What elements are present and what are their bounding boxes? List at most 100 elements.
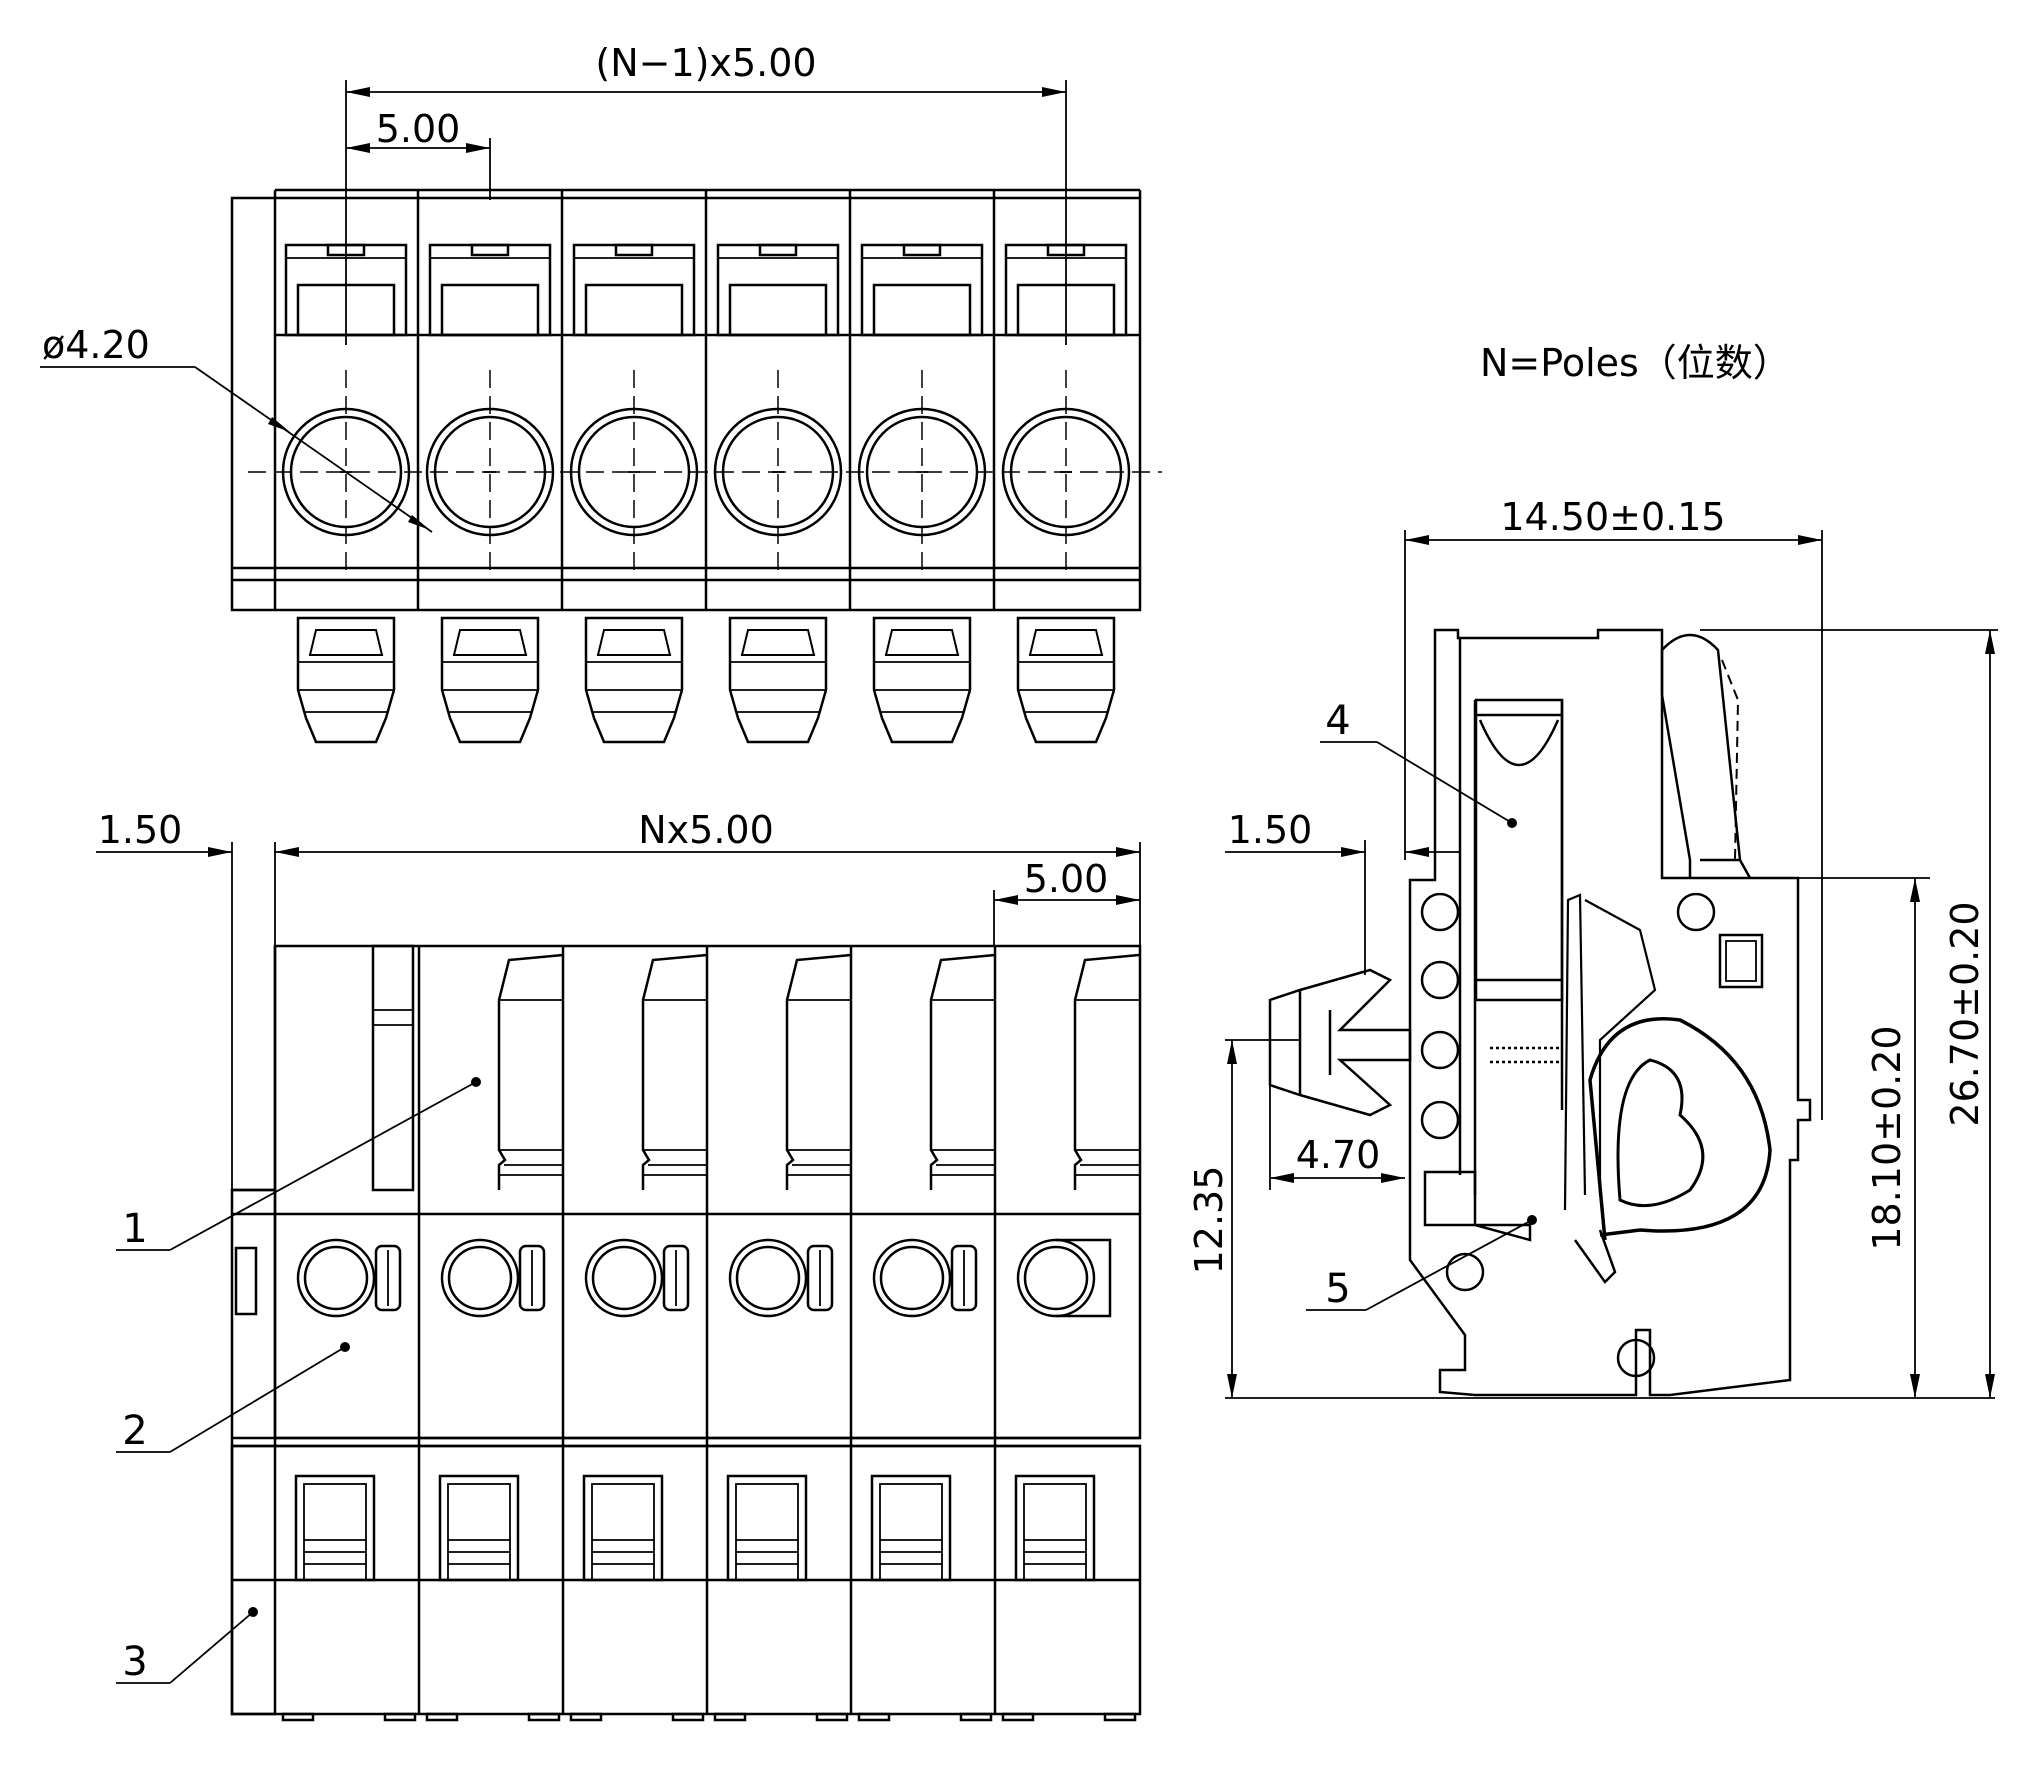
callout-1 <box>116 1077 481 1251</box>
pin-height-dimension <box>1225 1039 1995 1399</box>
front-test-hole <box>728 1238 808 1318</box>
top-latch-tab <box>470 243 510 257</box>
pin-length-label: 4.70 <box>1296 1133 1381 1177</box>
front-test-hole-inner <box>447 1245 513 1311</box>
hole-diameter-label: ø4.20 <box>42 323 150 367</box>
top-bottom-pin <box>584 616 684 744</box>
total-height-dimension <box>1700 629 1998 1398</box>
callout-4-label: 4 <box>1325 698 1350 744</box>
side-offset-label: 1.50 <box>1228 808 1313 852</box>
front-release-slot <box>641 953 708 1190</box>
poles-note: N=Poles（位数） <box>1480 341 1791 385</box>
front-release-slot <box>371 944 415 1192</box>
front-test-hole <box>872 1238 952 1318</box>
callout-1-label: 1 <box>122 1206 147 1252</box>
front-offset-label: 1.50 <box>98 808 183 852</box>
front-side-latch <box>374 1244 402 1312</box>
front-test-hole-inner <box>591 1245 657 1311</box>
callout-5-label: 5 <box>1325 1266 1350 1312</box>
front-test-hole-inner <box>1023 1245 1089 1311</box>
top-bottom-pin <box>872 616 972 744</box>
front-bottom-nub <box>1103 1712 1137 1722</box>
front-test-hole <box>440 1238 520 1318</box>
side-width-dimension <box>1404 530 1823 1120</box>
mid-height-dimension <box>1750 877 1930 1398</box>
dimension-pitch-total <box>345 80 1067 345</box>
front-cell <box>705 946 852 1722</box>
top-cell <box>569 243 699 744</box>
callout-2-label: 2 <box>122 1408 147 1454</box>
front-offset-dimension <box>96 842 299 1190</box>
front-cell <box>281 944 417 1722</box>
front-pitch-label: 5.00 <box>1024 857 1109 901</box>
top-latch-tab <box>902 243 942 257</box>
front-bottom-nub <box>857 1712 891 1722</box>
front-bottom-nub <box>815 1712 849 1722</box>
top-cell <box>857 243 987 744</box>
pin-height-label: 12.35 <box>1187 1166 1231 1275</box>
side-hole-bottom-left <box>1445 1252 1485 1292</box>
top-cell-dividers <box>416 190 996 610</box>
front-release-slot <box>929 953 996 1190</box>
top-latch-tab <box>614 243 654 257</box>
pin-length-dimension <box>1269 1030 1405 1190</box>
front-release-slot <box>785 953 852 1190</box>
front-cell <box>417 946 564 1722</box>
side-offset-dimension <box>1225 840 1460 975</box>
front-side-latch <box>806 1244 834 1312</box>
side-hole <box>1420 892 1460 932</box>
front-pitch-dimension <box>993 890 1140 946</box>
top-latch-inner <box>440 283 540 337</box>
left-latch <box>234 1246 258 1316</box>
front-total-label: Nx5.00 <box>638 808 774 852</box>
side-hole-bottom-center <box>1616 1338 1656 1378</box>
front-cell <box>849 946 996 1722</box>
front-bottom-nub <box>569 1712 603 1722</box>
callout-5 <box>1306 1215 1537 1311</box>
side-width-label: 14.50±0.15 <box>1500 495 1725 539</box>
side-hole-right <box>1676 892 1716 932</box>
top-bottom-pin <box>728 616 828 744</box>
front-bottom-nub <box>671 1712 705 1722</box>
side-lever <box>1660 633 1752 879</box>
callout-4 <box>1320 741 1517 828</box>
dimension-pitch-label: 5.00 <box>376 107 461 151</box>
front-bottom-nub <box>383 1712 417 1722</box>
front-bottom-nub <box>959 1712 993 1722</box>
front-test-hole-inner <box>303 1245 369 1311</box>
callout-2 <box>116 1342 350 1453</box>
side-hole <box>1420 1100 1460 1140</box>
top-bottom-pin <box>1016 616 1116 744</box>
front-bottom-nub <box>1001 1712 1035 1722</box>
total-height-label: 26.70±0.20 <box>1943 901 1987 1126</box>
front-cell <box>561 946 708 1722</box>
top-latch-tab <box>758 243 798 257</box>
front-bottom-nub <box>713 1712 747 1722</box>
front-test-hole <box>296 1238 376 1318</box>
front-test-hole <box>584 1238 664 1318</box>
side-wire-entry <box>1268 968 1412 1117</box>
front-cells <box>281 944 1140 1722</box>
hole-diameter-leader <box>40 366 433 533</box>
mid-height-label: 18.10±0.20 <box>1865 1025 1909 1250</box>
front-bottom-nub <box>281 1712 315 1722</box>
release-slot <box>1474 698 1564 1002</box>
front-total-dimension <box>275 842 1141 946</box>
top-bottom-pin <box>440 616 540 744</box>
dimension-pitch-total-label: (N−1)x5.00 <box>595 41 816 85</box>
side-hole <box>1420 1030 1460 1070</box>
side-housing-outline <box>1408 628 1812 1397</box>
top-latch-inner <box>728 283 828 337</box>
front-cell <box>993 946 1140 1722</box>
front-bottom-nub <box>425 1712 459 1722</box>
front-view: 1.50 Nx5.00 5.00 1 2 <box>96 808 1142 1722</box>
side-hole <box>1420 960 1460 1000</box>
top-cell <box>713 243 843 744</box>
side-window <box>1718 933 1764 989</box>
side-holes <box>1420 892 1716 1140</box>
callout-3 <box>116 1607 258 1684</box>
front-release-slot <box>497 953 564 1190</box>
front-bottom-nub <box>527 1712 561 1722</box>
front-test-hole <box>1016 1238 1096 1318</box>
